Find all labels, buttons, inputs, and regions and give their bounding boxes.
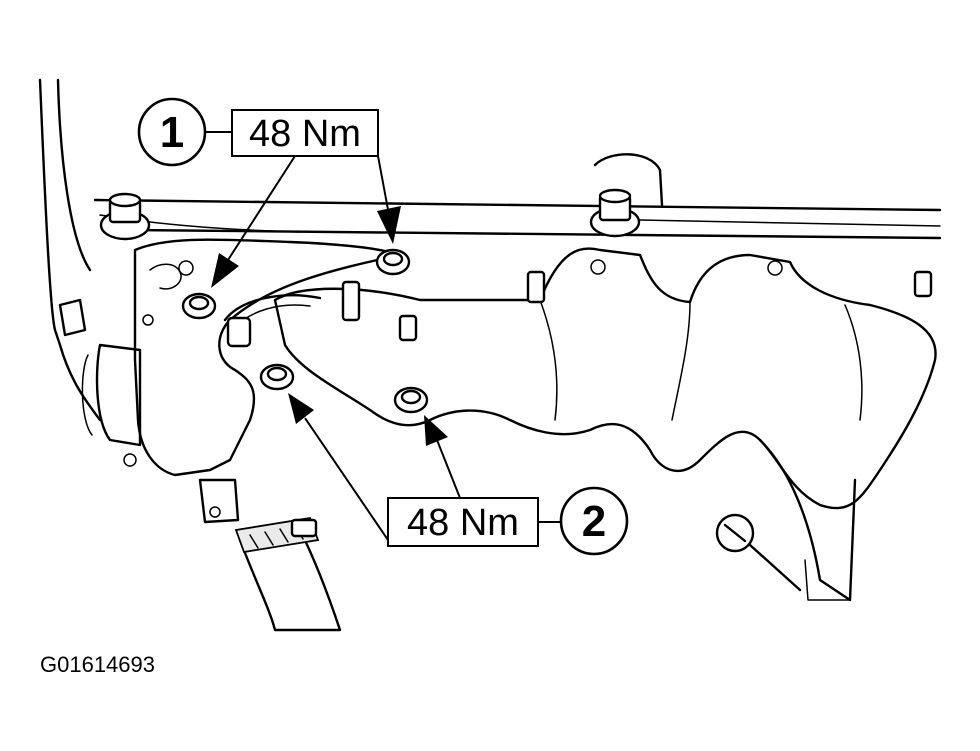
callout-1-arrow-right — [377, 206, 401, 244]
cylinder-head — [38, 78, 942, 422]
studs — [341, 270, 933, 342]
head-bolt-right — [589, 188, 641, 238]
callout-1-number: 1 — [160, 108, 184, 157]
callout-2-arrow-right — [424, 415, 448, 446]
bolt-2-right — [393, 386, 429, 414]
bolt-2-left — [259, 363, 295, 391]
manifold-gasket-ring — [223, 294, 322, 348]
callout-1-torque-box — [231, 109, 379, 157]
callout-1: 1 48 Nm — [137, 97, 401, 288]
callout-2: 48 Nm 2 — [288, 393, 629, 556]
callout-2-circle — [559, 486, 629, 556]
callout-1-torque: 48 Nm — [249, 113, 361, 155]
callout-2-arrow-left — [288, 393, 314, 424]
head-bolt-left — [99, 192, 151, 241]
exhaust-manifold — [273, 247, 937, 602]
callout-1-arrow-left — [211, 253, 239, 288]
callout-2-torque: 48 Nm — [407, 502, 519, 544]
coolant-hose — [234, 516, 342, 632]
callout-2-number: 2 — [582, 497, 606, 546]
figure-id: G01614693 — [40, 652, 155, 677]
bolt-1-right — [375, 248, 411, 276]
bolt-1-left — [181, 292, 217, 320]
